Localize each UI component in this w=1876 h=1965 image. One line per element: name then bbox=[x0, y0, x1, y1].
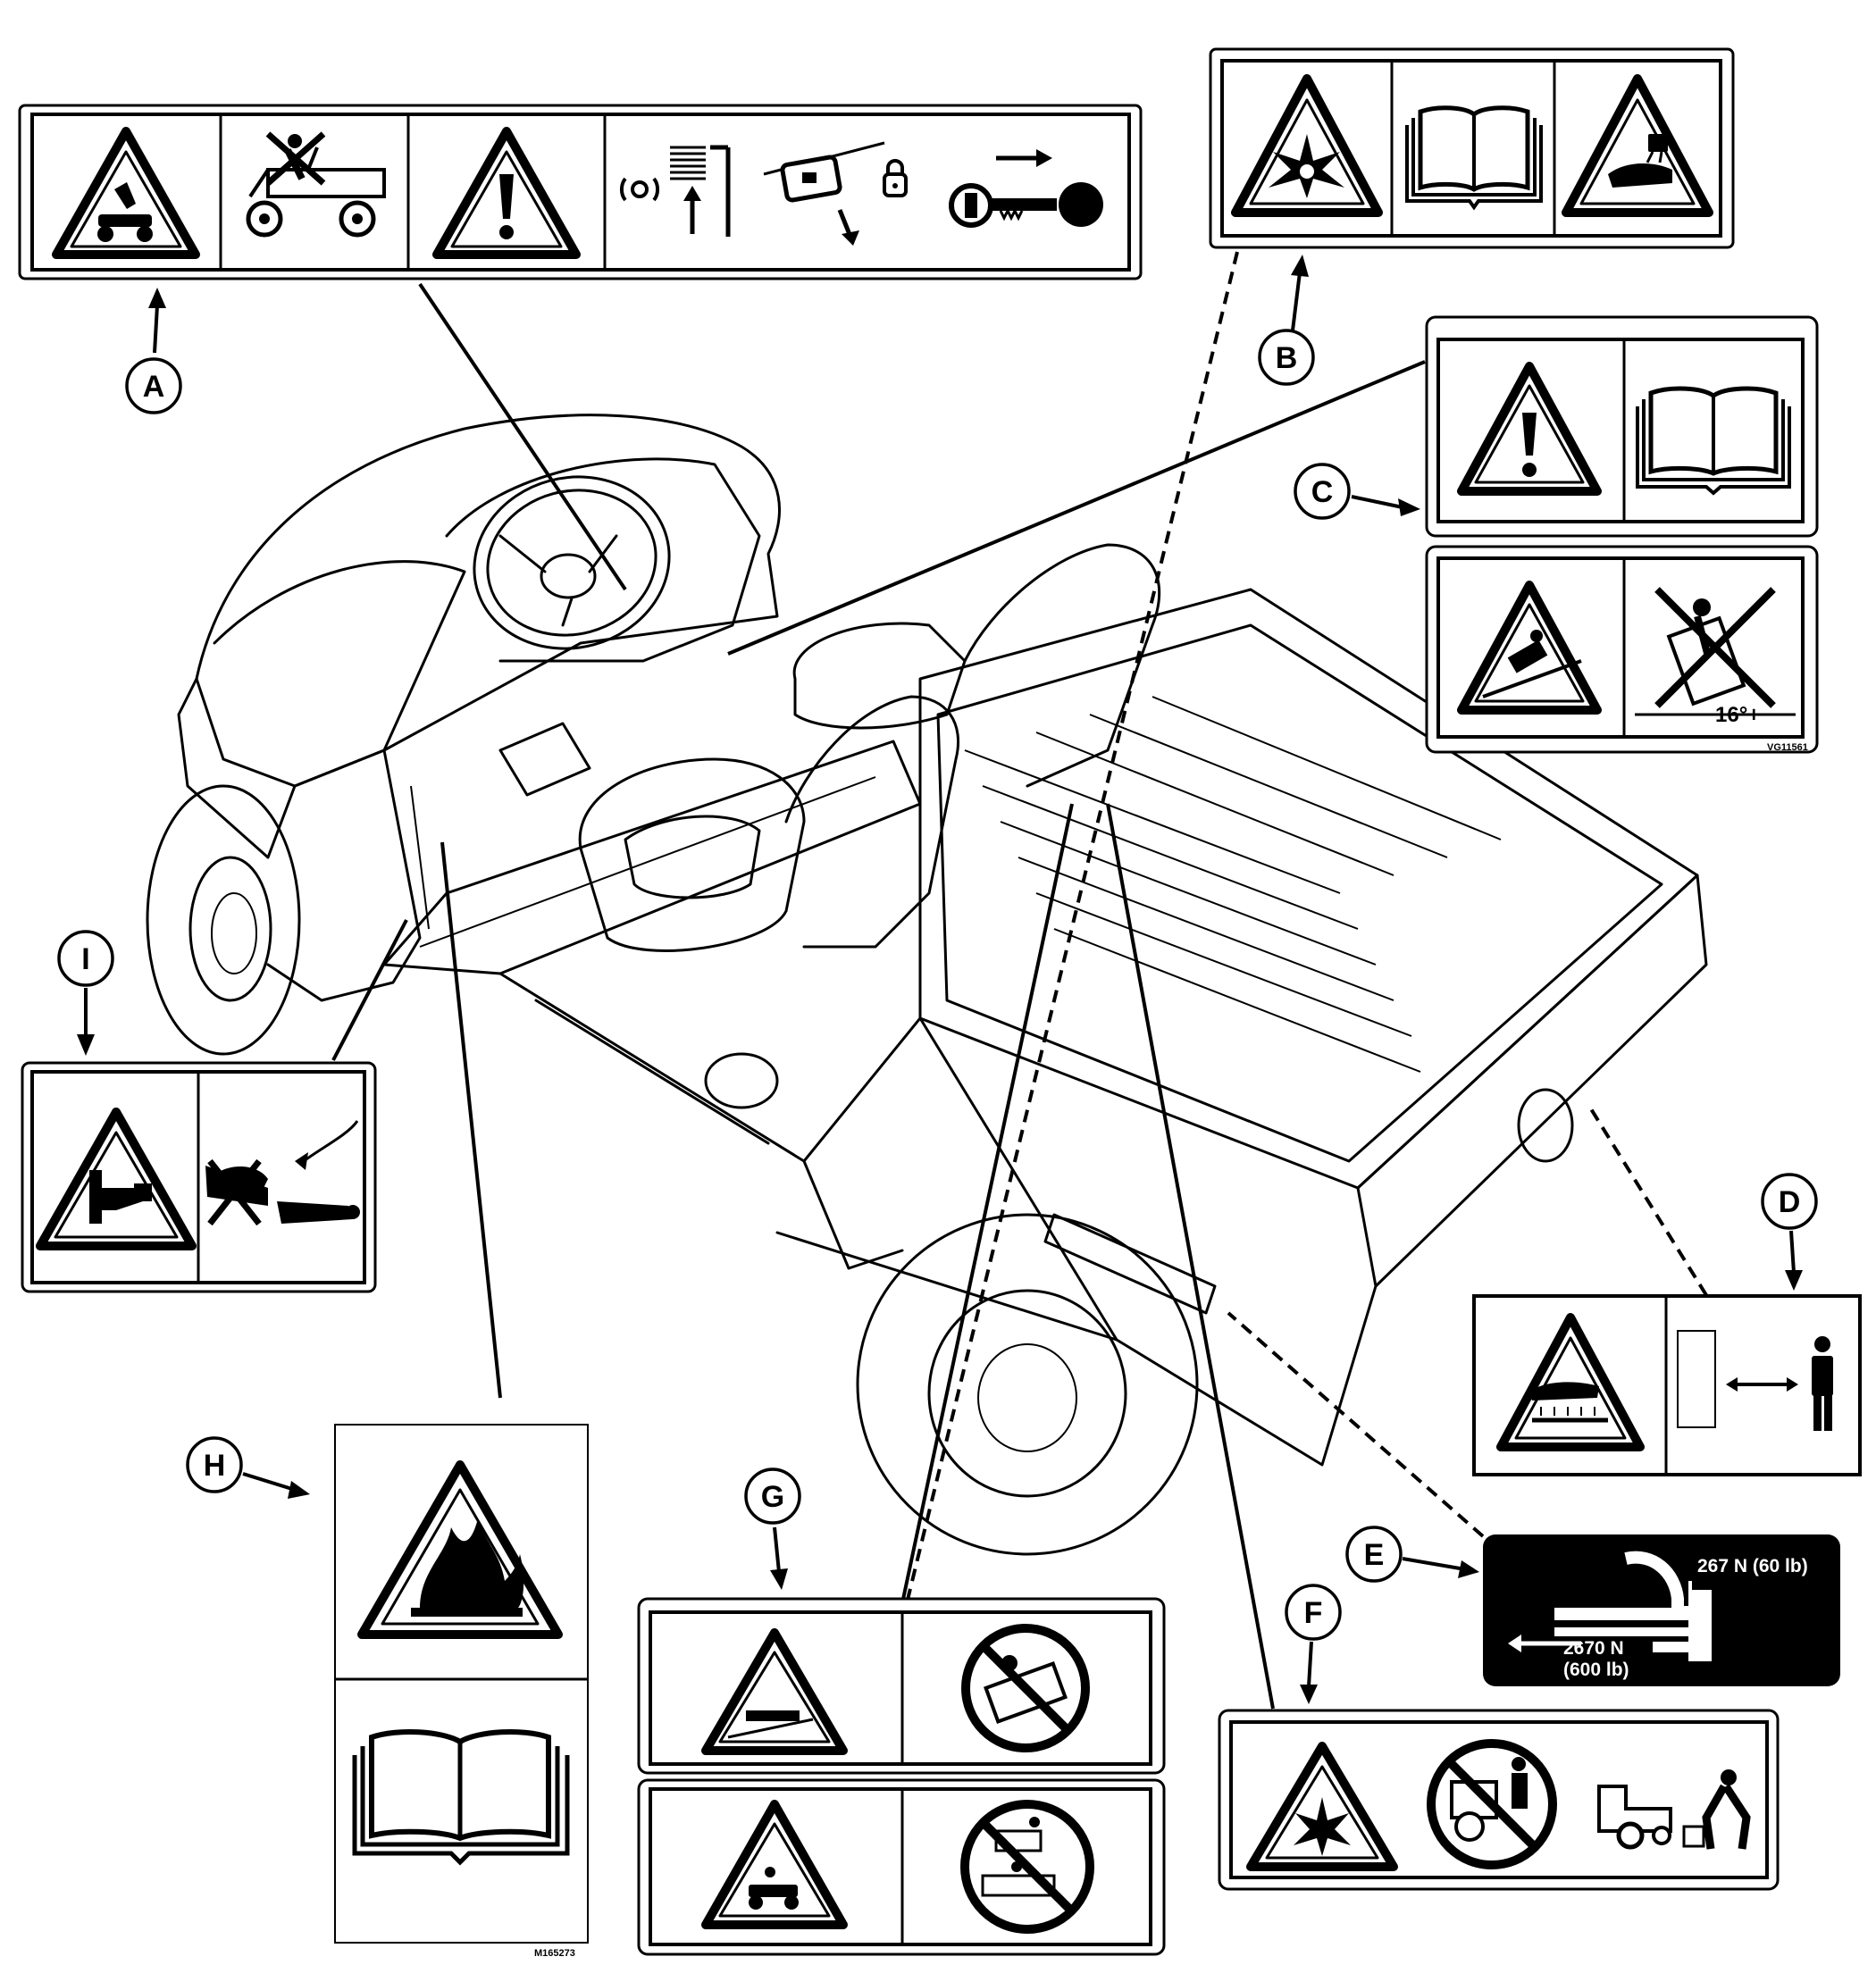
safety-label-c: 16°+ VG11561 bbox=[1425, 315, 1819, 754]
crush-hand-warning-icon bbox=[36, 1108, 197, 1250]
callout-a: A bbox=[125, 357, 182, 414]
utility-vehicle-drawing bbox=[146, 414, 1708, 1556]
callout-letter-i: I bbox=[81, 942, 89, 976]
callout-c: C bbox=[1294, 463, 1351, 520]
callout-i: I bbox=[57, 930, 114, 987]
parking-brake-icon bbox=[619, 145, 731, 237]
rollover-warning-triangle-icon bbox=[701, 1628, 848, 1755]
operator-manual-icon bbox=[1405, 105, 1543, 211]
pull-force-text-line1: 2670 N bbox=[1563, 1638, 1624, 1659]
callout-g: G bbox=[744, 1467, 801, 1525]
callout-b: B bbox=[1258, 329, 1315, 386]
label-code-text: VG11561 bbox=[1767, 742, 1808, 753]
callout-letter-d: D bbox=[1779, 1185, 1801, 1219]
no-riders-icon bbox=[960, 1800, 1094, 1934]
figure-code-text: M165273 bbox=[534, 1948, 575, 1959]
safety-label-d bbox=[1472, 1294, 1862, 1476]
operator-manual-icon bbox=[1636, 386, 1791, 496]
safety-label-a bbox=[18, 104, 1143, 280]
explosion-warning-icon bbox=[1231, 74, 1383, 217]
exclamation-warning-icon bbox=[1457, 362, 1602, 496]
refuel-away-from-vehicle-icon bbox=[1597, 1769, 1751, 1850]
callout-d: D bbox=[1761, 1173, 1818, 1230]
callout-f: F bbox=[1285, 1584, 1342, 1641]
vertical-force-text: 267 N (60 lb) bbox=[1697, 1556, 1808, 1576]
no-riders-on-vehicle-icon bbox=[246, 131, 386, 238]
safety-label-e: 267 N (60 lb) 2670 N (600 lb) bbox=[1483, 1534, 1840, 1686]
exclamation-warning-icon bbox=[432, 127, 581, 259]
safety-label-b bbox=[1209, 47, 1735, 249]
callout-letter-f: F bbox=[1304, 1596, 1323, 1630]
callout-letter-a: A bbox=[143, 370, 165, 404]
no-riders-in-cargo-box-icon bbox=[961, 1624, 1090, 1752]
pull-force-text-line2: (600 lb) bbox=[1563, 1660, 1629, 1680]
safety-label-h bbox=[334, 1424, 589, 1944]
safety-label-i bbox=[21, 1061, 377, 1293]
safety-label-g bbox=[637, 1597, 1166, 1956]
corrosive-hand-warning-icon bbox=[1562, 74, 1713, 217]
callout-arrows bbox=[77, 255, 1803, 1704]
flammable-warning-icon bbox=[357, 1460, 563, 1639]
rollover-warning-triangle-icon bbox=[701, 1800, 848, 1929]
callout-letter-e: E bbox=[1364, 1538, 1385, 1572]
tipover-warning-icon bbox=[1457, 581, 1602, 715]
hot-surface-warning-icon bbox=[1496, 1313, 1645, 1451]
explosion-warning-icon bbox=[1246, 1742, 1398, 1871]
leader-lines bbox=[331, 251, 1708, 1710]
rollover-warning-triangle-icon bbox=[52, 127, 200, 259]
no-operation-on-steep-slope-icon: 16°+ bbox=[1635, 587, 1796, 727]
keep-distance-icon bbox=[1677, 1330, 1833, 1431]
slope-angle-text: 16°+ bbox=[1715, 703, 1760, 727]
no-refueling-near-vehicle-icon bbox=[1427, 1739, 1557, 1869]
pinch-point-hand-icon bbox=[205, 1120, 360, 1226]
callout-letter-h: H bbox=[204, 1449, 226, 1483]
callout-letter-b: B bbox=[1276, 341, 1298, 375]
remove-key-icon bbox=[949, 149, 1103, 228]
lock-icon bbox=[763, 141, 908, 246]
callout-e: E bbox=[1345, 1526, 1403, 1583]
callout-letter-g: G bbox=[761, 1480, 784, 1514]
operator-manual-icon bbox=[352, 1729, 570, 1866]
hitch-load-icon bbox=[1508, 1551, 1712, 1661]
callout-h: H bbox=[186, 1436, 243, 1493]
safety-label-f bbox=[1218, 1709, 1780, 1891]
callout-letter-c: C bbox=[1311, 475, 1334, 509]
